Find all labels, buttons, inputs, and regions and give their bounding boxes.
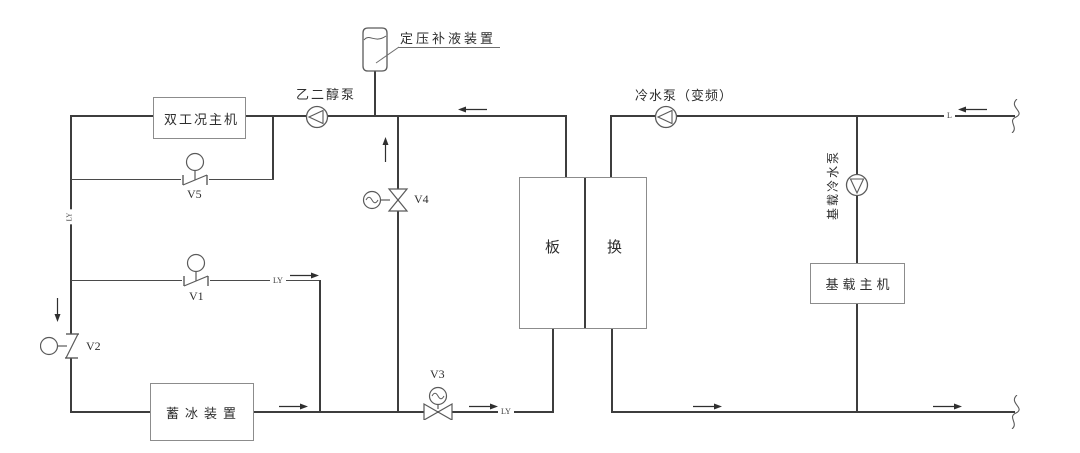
chilled-water-pump-label: 冷水泵（变频） xyxy=(635,88,734,103)
line-tag-l-right-supply: L xyxy=(944,111,955,121)
glycol-pump-label: 乙二醇泵 xyxy=(296,87,357,102)
base-load-chiller-label: 基载主机 xyxy=(825,277,894,292)
line-tag-ly-v3-outlet: LY xyxy=(498,407,514,417)
pipe-break-bottom-right-icon xyxy=(1006,395,1022,429)
expansion-tank-label-underline xyxy=(398,47,500,48)
pipe-break-top-right-icon xyxy=(1006,99,1022,133)
heat-exchanger-divider xyxy=(584,178,586,328)
flow-arrow-left-chw-top xyxy=(958,105,988,114)
base-load-pump-label: 基载冷水泵 xyxy=(826,149,840,220)
chilled-water-pump-icon xyxy=(654,105,678,129)
expansion-tank-label: 定压补液装置 xyxy=(400,31,497,46)
pipe-bottom-right-return xyxy=(611,411,1015,413)
flow-arrow-down-left-riser xyxy=(53,298,62,322)
pipe-v5-branch-riser xyxy=(272,116,274,180)
tank-leader-line xyxy=(374,45,401,65)
pipe-bottom-left-return xyxy=(70,411,554,413)
glycol-pump-icon xyxy=(305,105,329,129)
pipe-hx-right-bottom xyxy=(611,328,613,412)
valve-v2-label: V2 xyxy=(86,339,101,353)
pipe-left-riser xyxy=(70,115,72,413)
flow-arrow-right-hx-return xyxy=(692,402,722,411)
expansion-tank-icon xyxy=(361,26,389,73)
flow-arrow-up-v4-riser xyxy=(381,137,390,163)
flow-arrow-right-baseload-return xyxy=(932,402,962,411)
ice-storage-box: 蓄冰装置 xyxy=(150,383,254,441)
valve-v5-icon xyxy=(179,152,211,186)
valve-v4-icon xyxy=(362,183,410,217)
valve-v1-icon xyxy=(180,253,212,287)
plate-heat-exchanger-box: 板 换 xyxy=(519,177,647,329)
valve-v2-icon xyxy=(40,328,84,364)
line-tag-ly-riser: LY xyxy=(64,209,75,225)
flow-arrow-right-v1-branch xyxy=(289,271,319,280)
pipe-hx-left-bottom xyxy=(552,328,554,412)
pipe-chw-supply-top xyxy=(610,115,1015,117)
base-load-chiller-box: 基载主机 xyxy=(810,263,905,304)
pipe-tank-drop xyxy=(374,70,376,116)
dual-mode-chiller-label: 双工况主机 xyxy=(163,111,239,127)
base-load-pump-icon xyxy=(845,173,869,197)
line-tag-ly-v1-branch: LY xyxy=(270,276,286,286)
pipe-v4-riser xyxy=(397,116,399,412)
pipe-hx-right-top xyxy=(610,115,612,178)
flow-arrow-right-ice-outlet xyxy=(278,402,308,411)
valve-v1-label: V1 xyxy=(189,289,204,303)
dual-mode-chiller-box: 双工况主机 xyxy=(153,97,246,139)
heat-exchanger-left-label: 板 xyxy=(545,240,561,256)
pipe-hx-left-top xyxy=(565,115,567,178)
flow-arrow-left-glycol-top xyxy=(458,105,488,114)
valve-v3-label: V3 xyxy=(430,367,445,381)
heat-exchanger-right-label: 换 xyxy=(607,240,623,256)
pipe-v5-branch xyxy=(71,179,274,180)
pipe-v1-branch-drop xyxy=(319,280,321,412)
flow-arrow-right-v3-outlet xyxy=(468,402,498,411)
ice-storage-label: 蓄冰装置 xyxy=(165,405,242,421)
valve-v4-label: V4 xyxy=(414,192,429,206)
valve-v5-label: V5 xyxy=(187,187,202,201)
valve-v3-icon xyxy=(422,372,454,420)
